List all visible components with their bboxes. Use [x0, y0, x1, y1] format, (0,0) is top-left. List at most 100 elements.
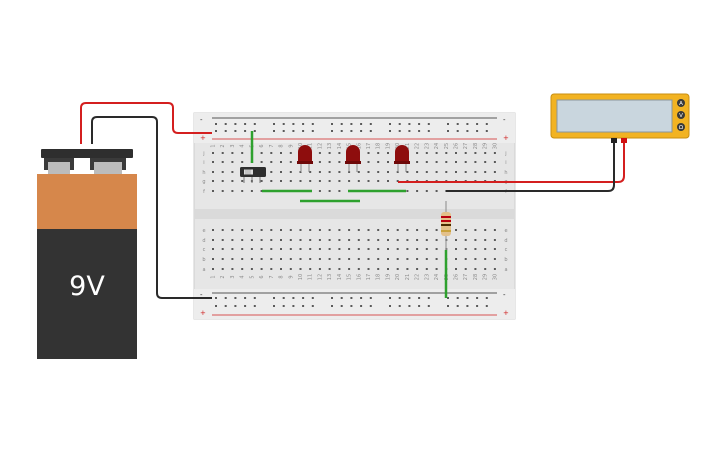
wires[interactable]: [80, 102, 625, 299]
terminal-hole[interactable]: [455, 268, 457, 270]
terminal-hole[interactable]: [396, 258, 399, 260]
terminal-hole[interactable]: [318, 152, 321, 154]
terminal-hole[interactable]: [221, 248, 224, 250]
terminal-hole[interactable]: [270, 268, 273, 270]
terminal-hole[interactable]: [338, 171, 341, 173]
terminal-hole[interactable]: [474, 152, 477, 154]
terminal-hole[interactable]: [309, 248, 312, 250]
terminal-hole[interactable]: [387, 268, 389, 270]
rail-hole[interactable]: [331, 297, 333, 299]
rail-hole[interactable]: [244, 305, 247, 307]
terminal-hole[interactable]: [455, 239, 457, 241]
terminal-hole[interactable]: [387, 248, 389, 250]
terminal-hole[interactable]: [299, 268, 302, 270]
rail-hole[interactable]: [476, 305, 479, 307]
terminal-hole[interactable]: [387, 180, 389, 182]
terminal-hole[interactable]: [338, 190, 341, 192]
terminal-hole[interactable]: [367, 239, 370, 241]
terminal-hole[interactable]: [241, 268, 244, 270]
rail-hole[interactable]: [224, 123, 227, 125]
rail-hole[interactable]: [215, 297, 217, 299]
terminal-hole[interactable]: [212, 268, 214, 270]
terminal-hole[interactable]: [493, 239, 496, 241]
multimeter-black-probe-wire[interactable]: [446, 140, 615, 192]
terminal-hole[interactable]: [221, 161, 224, 163]
multimeter-mode-v-button[interactable]: V: [677, 111, 685, 119]
rail-hole[interactable]: [485, 123, 488, 125]
terminal-hole[interactable]: [396, 229, 399, 231]
terminal-hole[interactable]: [406, 258, 409, 260]
terminal-hole[interactable]: [231, 268, 234, 270]
terminal-hole[interactable]: [250, 190, 253, 192]
rail-hole[interactable]: [244, 297, 247, 299]
rail-hole[interactable]: [302, 130, 305, 132]
terminal-hole[interactable]: [493, 161, 496, 163]
terminal-hole[interactable]: [387, 171, 389, 173]
rail-hole[interactable]: [292, 297, 295, 299]
terminal-hole[interactable]: [270, 180, 273, 182]
terminal-hole[interactable]: [212, 180, 214, 182]
terminal-hole[interactable]: [367, 258, 370, 260]
terminal-hole[interactable]: [387, 229, 389, 231]
rail-hole[interactable]: [408, 123, 411, 125]
terminal-hole[interactable]: [328, 258, 331, 260]
rail-hole[interactable]: [302, 297, 305, 299]
rail-hole[interactable]: [282, 123, 285, 125]
rail-hole[interactable]: [369, 123, 372, 125]
slide-switch[interactable]: [240, 167, 266, 183]
terminal-hole[interactable]: [484, 229, 487, 231]
terminal-hole[interactable]: [260, 248, 263, 250]
rail-hole[interactable]: [466, 305, 469, 307]
terminal-hole[interactable]: [338, 268, 341, 270]
terminal-hole[interactable]: [425, 258, 428, 260]
rail-hole[interactable]: [485, 305, 488, 307]
terminal-hole[interactable]: [289, 161, 292, 163]
terminal-hole[interactable]: [241, 248, 244, 250]
terminal-hole[interactable]: [260, 258, 263, 260]
terminal-hole[interactable]: [484, 258, 487, 260]
terminal-hole[interactable]: [377, 152, 380, 154]
terminal-hole[interactable]: [474, 171, 477, 173]
terminal-hole[interactable]: [484, 161, 487, 163]
terminal-hole[interactable]: [260, 161, 263, 163]
rail-hole[interactable]: [224, 305, 227, 307]
rail-hole[interactable]: [398, 123, 401, 125]
rail-hole[interactable]: [418, 123, 421, 125]
terminal-hole[interactable]: [280, 248, 282, 250]
rail-hole[interactable]: [253, 123, 256, 125]
terminal-hole[interactable]: [318, 248, 321, 250]
terminal-hole[interactable]: [435, 258, 438, 260]
terminal-hole[interactable]: [493, 268, 496, 270]
terminal-hole[interactable]: [474, 229, 477, 231]
terminal-hole[interactable]: [318, 258, 321, 260]
terminal-hole[interactable]: [299, 258, 302, 260]
terminal-hole[interactable]: [455, 171, 457, 173]
terminal-hole[interactable]: [231, 161, 234, 163]
rail-hole[interactable]: [456, 130, 459, 132]
terminal-hole[interactable]: [377, 239, 380, 241]
rail-hole[interactable]: [369, 305, 372, 307]
terminal-hole[interactable]: [425, 239, 428, 241]
rail-hole[interactable]: [331, 130, 333, 132]
multimeter-mode-a-button[interactable]: A: [677, 99, 685, 107]
rail-hole[interactable]: [476, 123, 479, 125]
terminal-hole[interactable]: [416, 229, 419, 231]
terminal-hole[interactable]: [221, 239, 224, 241]
terminal-hole[interactable]: [231, 248, 234, 250]
terminal-hole[interactable]: [309, 180, 312, 182]
terminal-hole[interactable]: [338, 161, 341, 163]
terminal-hole[interactable]: [367, 161, 370, 163]
terminal-hole[interactable]: [493, 248, 496, 250]
terminal-hole[interactable]: [212, 239, 214, 241]
rail-hole[interactable]: [282, 305, 285, 307]
terminal-hole[interactable]: [484, 239, 487, 241]
terminal-hole[interactable]: [270, 258, 273, 260]
terminal-hole[interactable]: [425, 268, 428, 270]
terminal-hole[interactable]: [425, 171, 428, 173]
rail-hole[interactable]: [485, 297, 488, 299]
terminal-hole[interactable]: [348, 258, 351, 260]
terminal-hole[interactable]: [212, 152, 214, 154]
terminal-hole[interactable]: [241, 229, 244, 231]
rail-hole[interactable]: [215, 305, 217, 307]
